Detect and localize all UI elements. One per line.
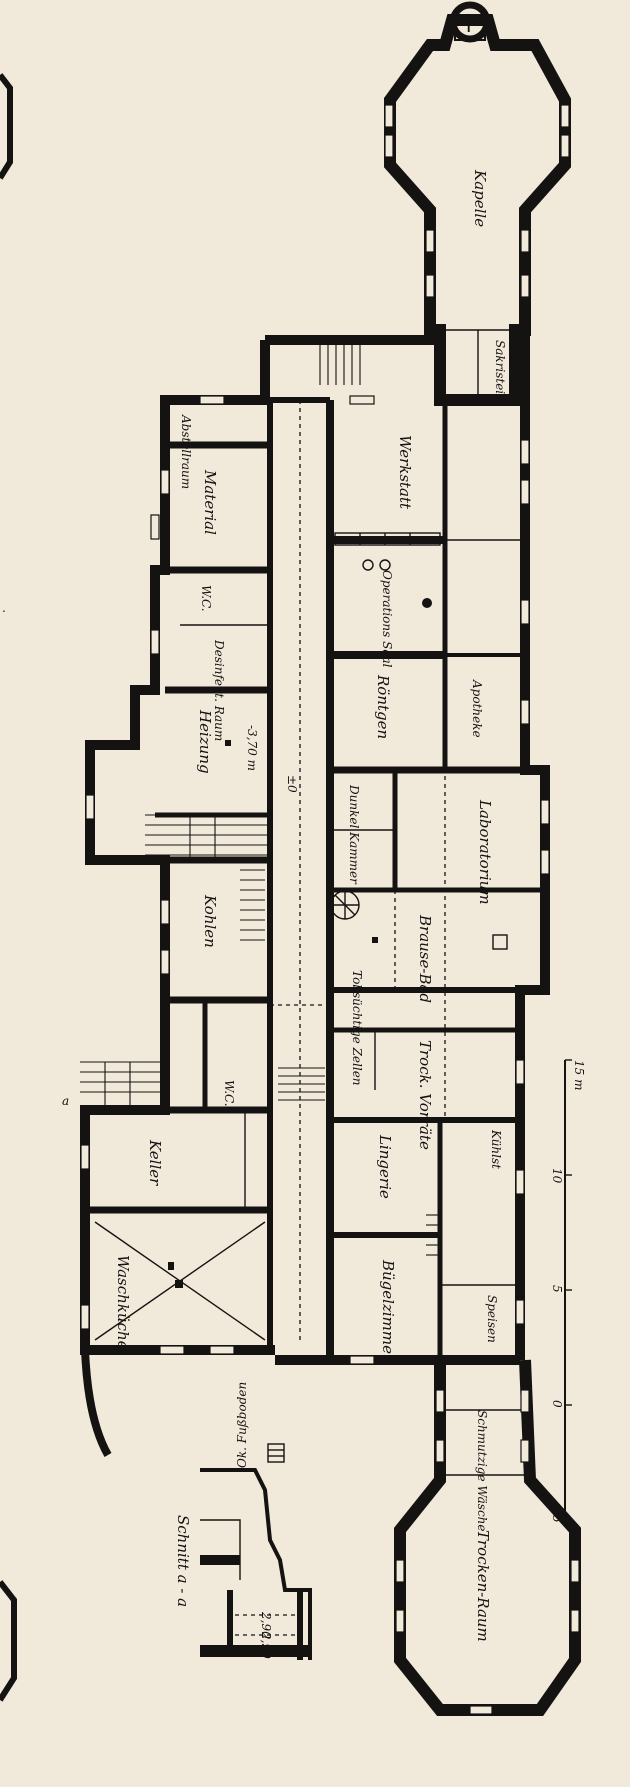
stair-corridor — [278, 1067, 325, 1101]
label-rontgen: Röntgen — [374, 674, 392, 739]
stair-lingerie — [426, 1214, 440, 1256]
stair-keller — [80, 1061, 165, 1110]
label-laboratorium: Laboratorium — [476, 799, 494, 905]
label-tobsuechtige-zellen: Tobsüchtige Zellen — [350, 970, 364, 1086]
neighbour-fragment-top — [0, 73, 13, 180]
scale-unit: 15 m — [572, 1060, 586, 1090]
level-minus: -3,70 m — [245, 725, 259, 771]
scale-tick-0: 0 — [550, 1400, 564, 1408]
label-wc-1: W.C. — [199, 585, 213, 612]
stair-top-right — [319, 345, 361, 385]
stair-heizung — [145, 814, 270, 860]
main-walls — [80, 335, 550, 1457]
label-schmutzige-waesche: Schmutzige Wäsche — [475, 1410, 489, 1532]
label-trock-vorrate: Trock. Vorräte — [416, 1040, 434, 1150]
scale-tick-5: 5 — [550, 1285, 564, 1293]
right-wing-partitions — [330, 400, 545, 1360]
label-waschkuche: Waschküche — [114, 1255, 132, 1350]
label-kuhlraum: Kühlst — [489, 1129, 503, 1169]
room-labels: Kapelle Sakristei Werkstatt Operations S… — [114, 169, 507, 1642]
label-speisekammer: Speisen — [485, 1295, 499, 1343]
level-zero: ±0 — [285, 775, 299, 793]
scale-bar: 15 m 10 5 0 5 — [550, 1059, 586, 1523]
section-a-a: Ok. Fußboden 2,90 2,90 Schnitt a - a — [174, 1382, 312, 1660]
section-dim-1: 2,90 — [259, 1611, 273, 1639]
stair-kohlen — [240, 869, 265, 941]
left-wing-partitions — [85, 441, 270, 1341]
label-operation-saal: Operations Saal — [380, 570, 394, 668]
label-heizung: Heizung — [196, 709, 214, 774]
scale-tick-neg5: 5 — [550, 1515, 564, 1523]
label-trocken-raum: Trocken-Raum — [474, 1530, 492, 1642]
scale-tick-10: 10 — [550, 1168, 564, 1184]
kapelle-structure: ✝ — [384, 1, 571, 406]
stairs — [80, 345, 440, 1256]
label-keller: Keller — [146, 1139, 164, 1186]
label-kohlen: Kohlen — [201, 894, 219, 948]
chapel-cross-icon: ✝ — [462, 17, 475, 36]
label-apotheke: Apotheke — [470, 679, 484, 738]
label-wc-2: W.C. — [222, 1080, 236, 1107]
section-fussboden: Ok. Fußboden — [235, 1382, 249, 1468]
section-title: Schnitt a - a — [174, 1515, 192, 1607]
label-material: Material — [201, 469, 219, 535]
label-kapelle: Kapelle — [471, 169, 489, 227]
label-desinfekt-raum: Desinfekt. Raum — [212, 639, 226, 741]
label-sakristei: Sakristei — [493, 340, 507, 394]
main-windows — [80, 395, 550, 1365]
label-werkstatt: Werkstatt — [396, 435, 414, 510]
label-abstellraum: Abstellraum — [179, 414, 193, 489]
margin-mark: . — [2, 601, 6, 615]
section-marker-a: a — [62, 1094, 69, 1108]
label-lingerie: Lingerie — [376, 1134, 394, 1199]
label-dunkel-kammer: Dunkel Kammer — [347, 784, 361, 885]
neighbour-fragment-bottom — [0, 1580, 17, 1702]
label-bugelzimmer: Bügelzimmer — [379, 1259, 397, 1362]
trocken-raum-structure — [394, 1359, 581, 1716]
section-dim-2: 2,90 — [259, 1631, 273, 1659]
label-brause-bad: Brause-Bad — [416, 914, 434, 1003]
